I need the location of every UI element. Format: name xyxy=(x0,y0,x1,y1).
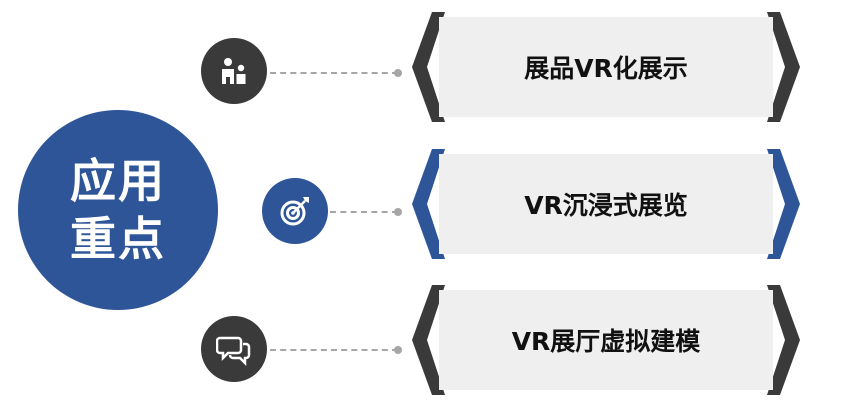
connector-dot xyxy=(394,69,402,77)
item-label: 展品VR化展示 xyxy=(524,54,688,83)
chat-bubbles-icon xyxy=(201,316,267,382)
people-icon xyxy=(201,38,267,104)
center-circle: 应用 重点 xyxy=(18,110,218,310)
connector-line xyxy=(270,72,398,74)
item-label: VR沉浸式展览 xyxy=(524,191,688,220)
center-title-line1: 应用 xyxy=(70,154,166,208)
target-icon xyxy=(262,178,328,244)
item-banner: 展品VR化展示 xyxy=(412,12,800,122)
connector-dot xyxy=(394,346,402,354)
connector-line xyxy=(270,349,398,351)
item-banner: VR沉浸式展览 xyxy=(412,149,800,259)
item-label: VR展厅虚拟建模 xyxy=(511,327,701,356)
item-banner: VR展厅虚拟建模 xyxy=(412,285,800,395)
center-title-line2: 重点 xyxy=(70,212,166,266)
connector-dot xyxy=(394,208,402,216)
connector-line xyxy=(330,211,398,213)
